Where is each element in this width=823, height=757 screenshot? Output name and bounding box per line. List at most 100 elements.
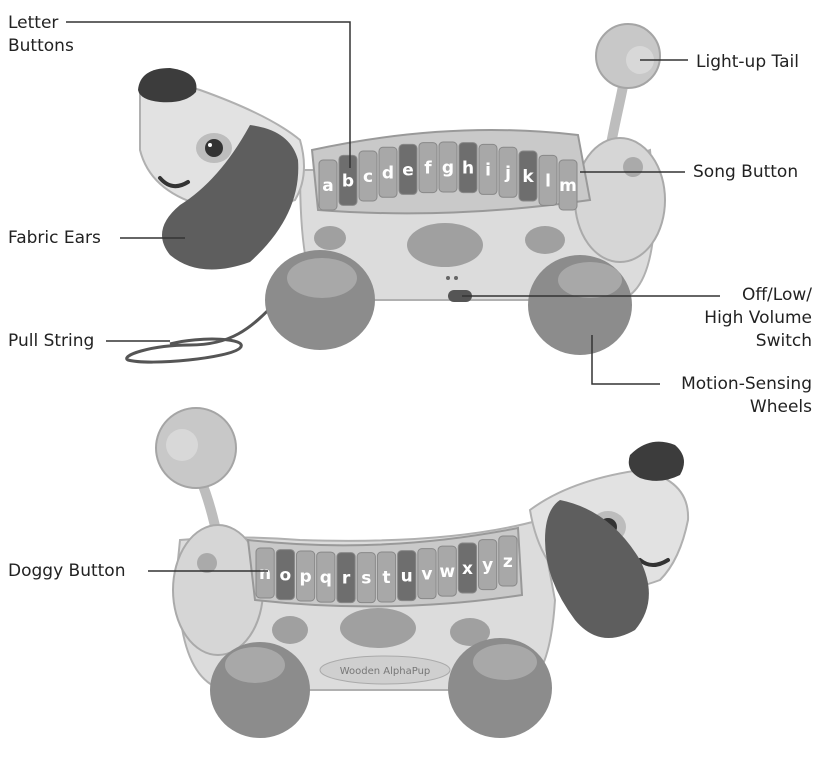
doggy-button[interactable]: [197, 553, 217, 573]
letter-button-label: p: [299, 567, 311, 587]
tail-highlight: [166, 429, 198, 461]
label-song-button: Song Button: [693, 162, 799, 182]
letter-button-m[interactable]: [558, 159, 578, 211]
letter-button-label: x: [462, 559, 473, 579]
letter-button-label: e: [402, 160, 414, 180]
letter-button-label: f: [424, 159, 432, 179]
rear-wheel: [448, 638, 552, 738]
letter-button-a[interactable]: [318, 159, 338, 211]
label-line: Buttons: [8, 36, 74, 56]
letter-button-label: t: [382, 568, 390, 588]
letter-button-v[interactable]: [417, 548, 437, 600]
letter-button-f[interactable]: [418, 142, 438, 194]
letter-button-y[interactable]: [478, 539, 498, 591]
letter-button-label: j: [504, 163, 511, 183]
letter-button-i[interactable]: [478, 143, 498, 195]
dog-eye-shine: [208, 143, 212, 147]
letter-button-h[interactable]: [458, 142, 478, 194]
label-light-up-tail: Light-up Tail: [696, 52, 799, 72]
body-spot: [340, 608, 416, 648]
letter-button-b[interactable]: [338, 154, 358, 206]
body-spot: [407, 223, 483, 267]
label-line: Off/Low/: [741, 285, 812, 305]
letter-button-label: y: [482, 556, 493, 576]
front-wheel: [210, 642, 310, 738]
letter-button-k[interactable]: [518, 150, 538, 202]
label-line: Wheels: [749, 397, 812, 417]
letter-button-label: i: [485, 160, 491, 180]
letter-button-label: s: [361, 569, 371, 589]
letter-button-label: c: [363, 167, 373, 187]
letter-button-label: k: [522, 167, 534, 187]
letter-button-r[interactable]: [336, 552, 356, 604]
pull-string: [125, 298, 280, 364]
letter-button-label: w: [439, 562, 455, 582]
label-line: Motion-Sensing: [681, 374, 812, 394]
letter-button-s[interactable]: [356, 552, 376, 604]
letter-button-label: g: [442, 158, 454, 178]
label-volume-switch: Off/Low/ High Volume Switch: [704, 284, 812, 353]
letter-button-q[interactable]: [316, 551, 336, 603]
letter-button-t[interactable]: [376, 551, 397, 603]
volume-switch[interactable]: [448, 290, 472, 302]
fabric-ear: [545, 500, 649, 638]
label-doggy-button: Doggy Button: [8, 561, 126, 581]
letter-button-c[interactable]: [358, 150, 378, 202]
dog-nose: [628, 441, 684, 481]
letter-button-o[interactable]: [275, 549, 295, 601]
brand-badge-text: Wooden AlphaPup: [340, 666, 431, 677]
speaker-dot: [446, 276, 450, 280]
letter-button-label: a: [322, 176, 333, 196]
letter-button-label: n: [259, 564, 271, 584]
letter-button-p[interactable]: [295, 550, 316, 602]
label-line: Switch: [755, 331, 812, 351]
label-pull-string: Pull String: [8, 331, 95, 351]
label-line: Letter: [8, 13, 59, 33]
letter-button-j[interactable]: [498, 146, 518, 198]
body-spot: [525, 226, 565, 254]
label-fabric-ears: Fabric Ears: [8, 228, 101, 248]
letter-button-g[interactable]: [438, 141, 458, 193]
dog-mouth: [638, 558, 670, 567]
callout-letter-buttons: [66, 21, 351, 168]
label-line: High Volume: [704, 308, 812, 328]
callout-lines: [66, 21, 720, 572]
dog-eye: [205, 139, 223, 157]
letter-button-label: m: [559, 176, 577, 196]
body-spot: [314, 226, 346, 250]
label-motion-wheels: Motion-Sensing Wheels: [681, 373, 812, 419]
body-spot: [450, 618, 490, 646]
song-button[interactable]: [623, 157, 643, 177]
letter-button-label: o: [280, 566, 292, 586]
letter-button-n[interactable]: [255, 547, 275, 599]
letter-button-l[interactable]: [538, 154, 558, 206]
letter-button-label: u: [401, 567, 413, 587]
body-spot: [272, 616, 308, 644]
callout-motion-wheels: [591, 335, 660, 385]
letter-button-u[interactable]: [397, 550, 417, 602]
dog-nose: [138, 68, 197, 103]
speaker-dot: [454, 276, 458, 280]
letter-button-z[interactable]: [498, 535, 518, 587]
letter-button-label: q: [320, 568, 332, 588]
letter-button-w[interactable]: [437, 545, 457, 597]
dog-mouth: [158, 176, 190, 189]
letter-button-label: b: [342, 171, 354, 191]
letter-button-x[interactable]: [457, 542, 478, 594]
letter-button-label: d: [382, 163, 394, 183]
front-wheel: [265, 250, 375, 350]
letter-button-label: v: [421, 565, 432, 585]
fabric-ear: [162, 125, 299, 270]
letter-button-label: h: [462, 159, 474, 179]
letter-button-label: z: [503, 552, 513, 572]
letter-button-d[interactable]: [378, 146, 398, 198]
letter-button-label: r: [342, 569, 351, 589]
brand-badge: [319, 655, 451, 685]
rear-wheel: [528, 255, 632, 355]
letter-button-e[interactable]: [398, 143, 418, 195]
